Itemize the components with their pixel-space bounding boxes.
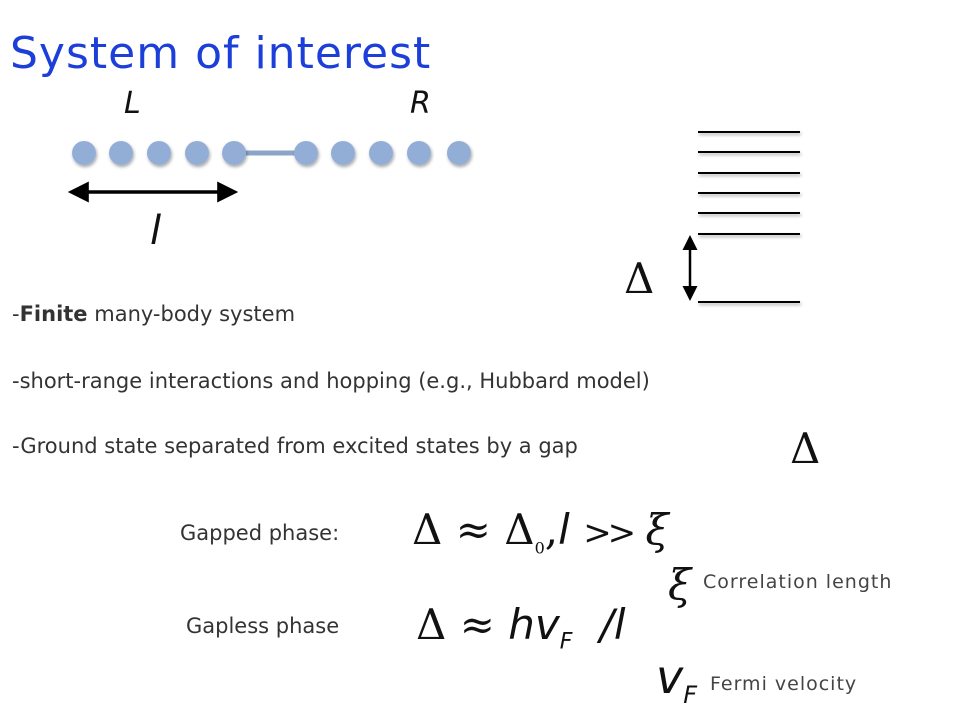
eq-hv: hv [508, 600, 560, 649]
bullet-dash: - [12, 302, 20, 326]
bullet-bold-word: Finite [19, 302, 88, 326]
bullet-finite: -Finite many-body system [12, 302, 295, 326]
correlation-length-label: Correlation length [703, 571, 893, 593]
eq-l: l [613, 600, 626, 649]
bullet-interactions: -short-range interactions and hopping (e… [12, 369, 650, 393]
chain-right-label: R [410, 86, 431, 121]
atom [147, 141, 171, 165]
eq-approx: ≈ [455, 505, 491, 554]
fermi-velocity-label: Fermi velocity [710, 673, 858, 695]
eq-xi: ξ [645, 505, 669, 554]
atom [222, 141, 246, 165]
bullet-ground-state: -Ground state separated from excited sta… [12, 434, 578, 458]
chain-length-label: l [150, 208, 162, 254]
eq-delta: Δ [412, 505, 443, 554]
eq-delta0: Δ [504, 505, 535, 554]
gapped-equation: Δ ≈ Δ0,l >> ξ [412, 505, 669, 557]
fermi-velocity-symbol: vF [656, 650, 697, 709]
atom [185, 141, 209, 165]
bullet-text: many-body system [87, 302, 296, 326]
gapless-equation: Δ ≈ hvF /l [416, 600, 626, 654]
atom [407, 141, 431, 165]
xi-symbol: ξ [668, 560, 692, 609]
eq-slash: / [599, 600, 614, 649]
vf-sub: F [683, 681, 698, 710]
eq-comma: , [544, 505, 559, 554]
chain-left-label: L [124, 86, 141, 121]
level-gap-symbol: Δ [624, 254, 655, 303]
bullet-gap-symbol: Δ [790, 424, 821, 473]
gapless-phase-label: Gapless phase [186, 614, 340, 638]
atom [369, 141, 393, 165]
eq-gg: >> [583, 513, 636, 553]
atom [331, 141, 355, 165]
eq-approx: ≈ [459, 600, 495, 649]
atom [294, 141, 318, 165]
page-title: System of interest [10, 28, 432, 79]
eq-sub-f: F [559, 629, 573, 655]
atom [72, 141, 96, 165]
eq-sub0: 0 [534, 538, 545, 558]
vf-v: v [656, 650, 684, 704]
gapped-phase-label: Gapped phase: [180, 521, 340, 545]
eq-delta: Δ [416, 600, 447, 649]
atom [447, 141, 471, 165]
atom [109, 141, 133, 165]
eq-l: l [558, 505, 570, 554]
